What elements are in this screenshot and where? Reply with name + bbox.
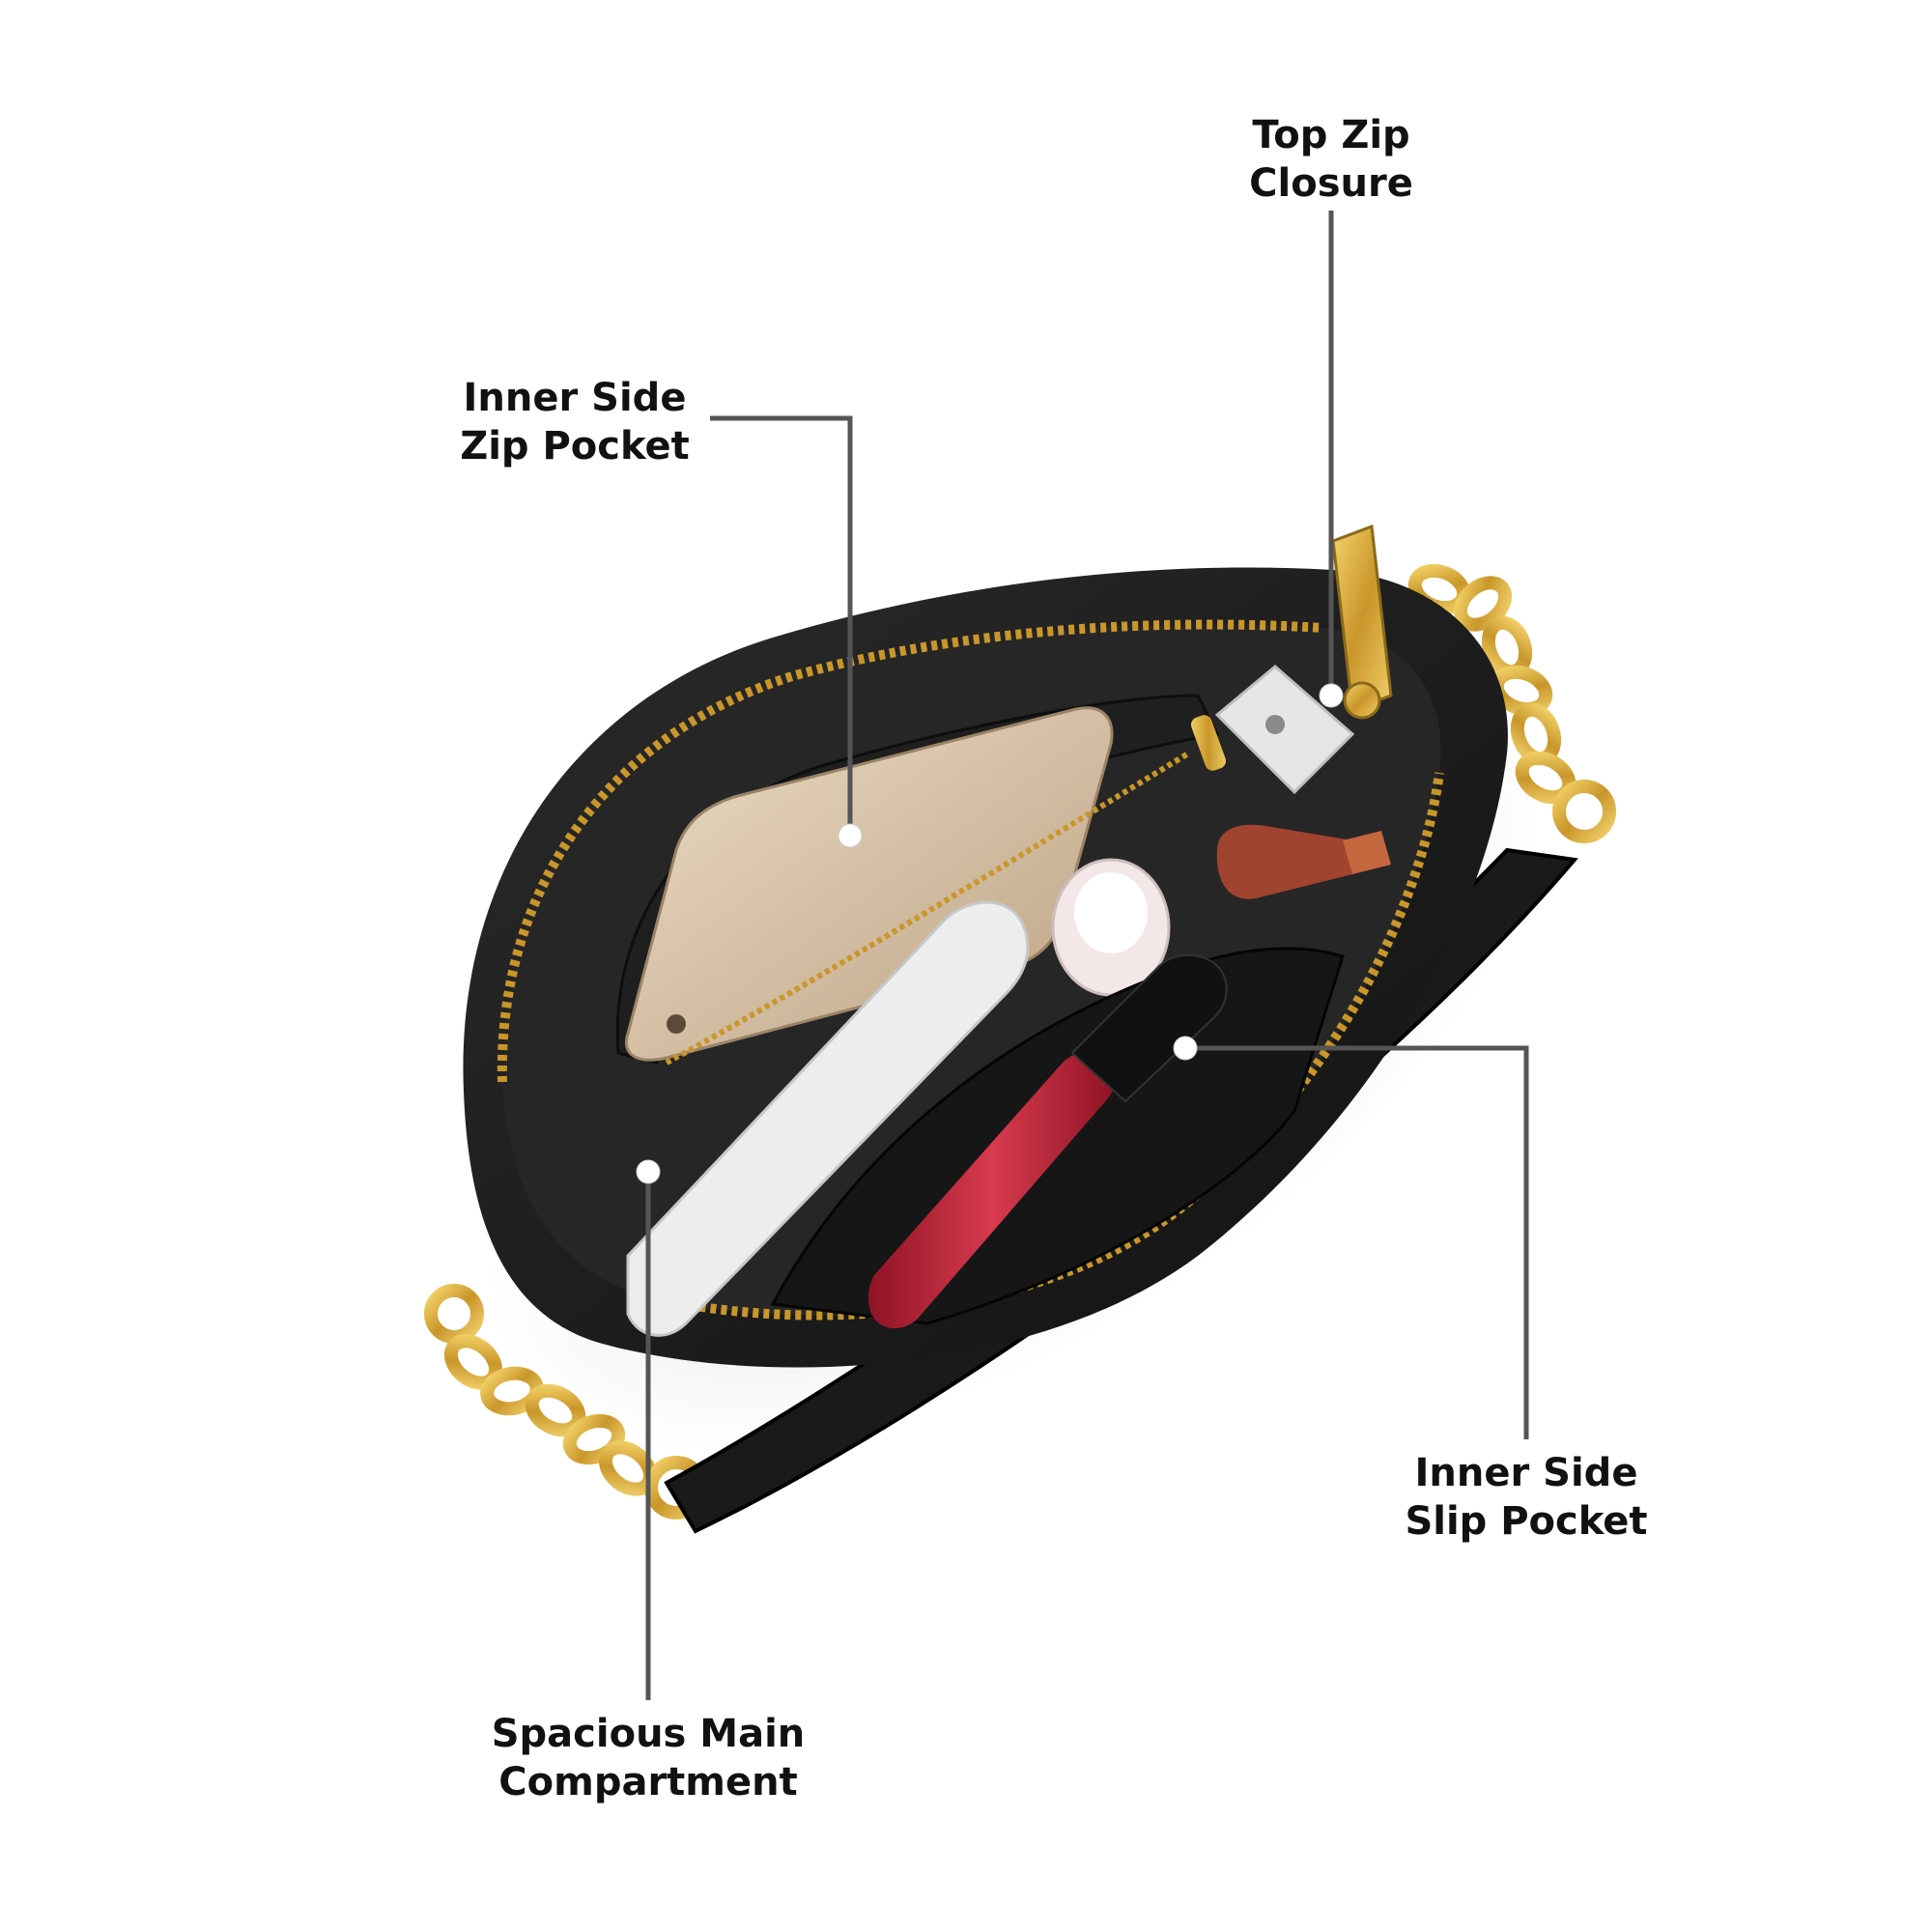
zipper-teeth-lower xyxy=(636,772,1444,1321)
wall-charger-icon xyxy=(1214,665,1355,795)
callout-top-zip-closure: Top Zip Closure xyxy=(1196,111,1466,208)
lip-gloss-icon xyxy=(867,953,1228,1329)
callout-inner-side-slip-pocket: Inner Side Slip Pocket xyxy=(1381,1449,1671,1546)
pocket-zipper-pull xyxy=(1190,715,1227,771)
leader-lines xyxy=(645,211,1529,1700)
dot-top-zip xyxy=(1319,683,1344,708)
zipper-teeth-upper xyxy=(497,619,1324,1083)
callout-inner-side-slip-pocket-line2: Slip Pocket xyxy=(1405,1499,1648,1544)
callout-spacious-main-compartment-line2: Compartment xyxy=(498,1760,798,1804)
callout-spacious-main-compartment: Spacious Main Compartment xyxy=(474,1710,822,1806)
dot-inner-zip-pocket xyxy=(838,823,863,848)
callout-inner-side-slip-pocket-line1: Inner Side xyxy=(1414,1451,1638,1495)
nail-polish-bottle-icon xyxy=(1051,858,1171,997)
callout-top-zip-closure-line1: Top Zip xyxy=(1252,113,1410,157)
dot-slip-pocket xyxy=(1173,1036,1198,1061)
callout-inner-side-zip-pocket: Inner Side Zip Pocket xyxy=(435,374,715,470)
power-bank-icon xyxy=(626,900,1030,1337)
callout-inner-side-zip-pocket-line1: Inner Side xyxy=(463,376,687,420)
callout-inner-side-zip-pocket-line2: Zip Pocket xyxy=(460,424,690,469)
lipstick-icon xyxy=(1216,824,1391,899)
dot-main-compartment xyxy=(636,1159,661,1184)
leader-slip-pocket xyxy=(1185,1045,1529,1439)
callout-spacious-main-compartment-line1: Spacious Main xyxy=(491,1712,806,1756)
leader-inner-zip-pocket xyxy=(710,415,853,836)
callout-dots xyxy=(636,683,1344,1184)
zipper-pull xyxy=(1331,524,1393,720)
callout-top-zip-closure-line2: Closure xyxy=(1249,161,1413,206)
pocket-zipper xyxy=(665,751,1190,1065)
